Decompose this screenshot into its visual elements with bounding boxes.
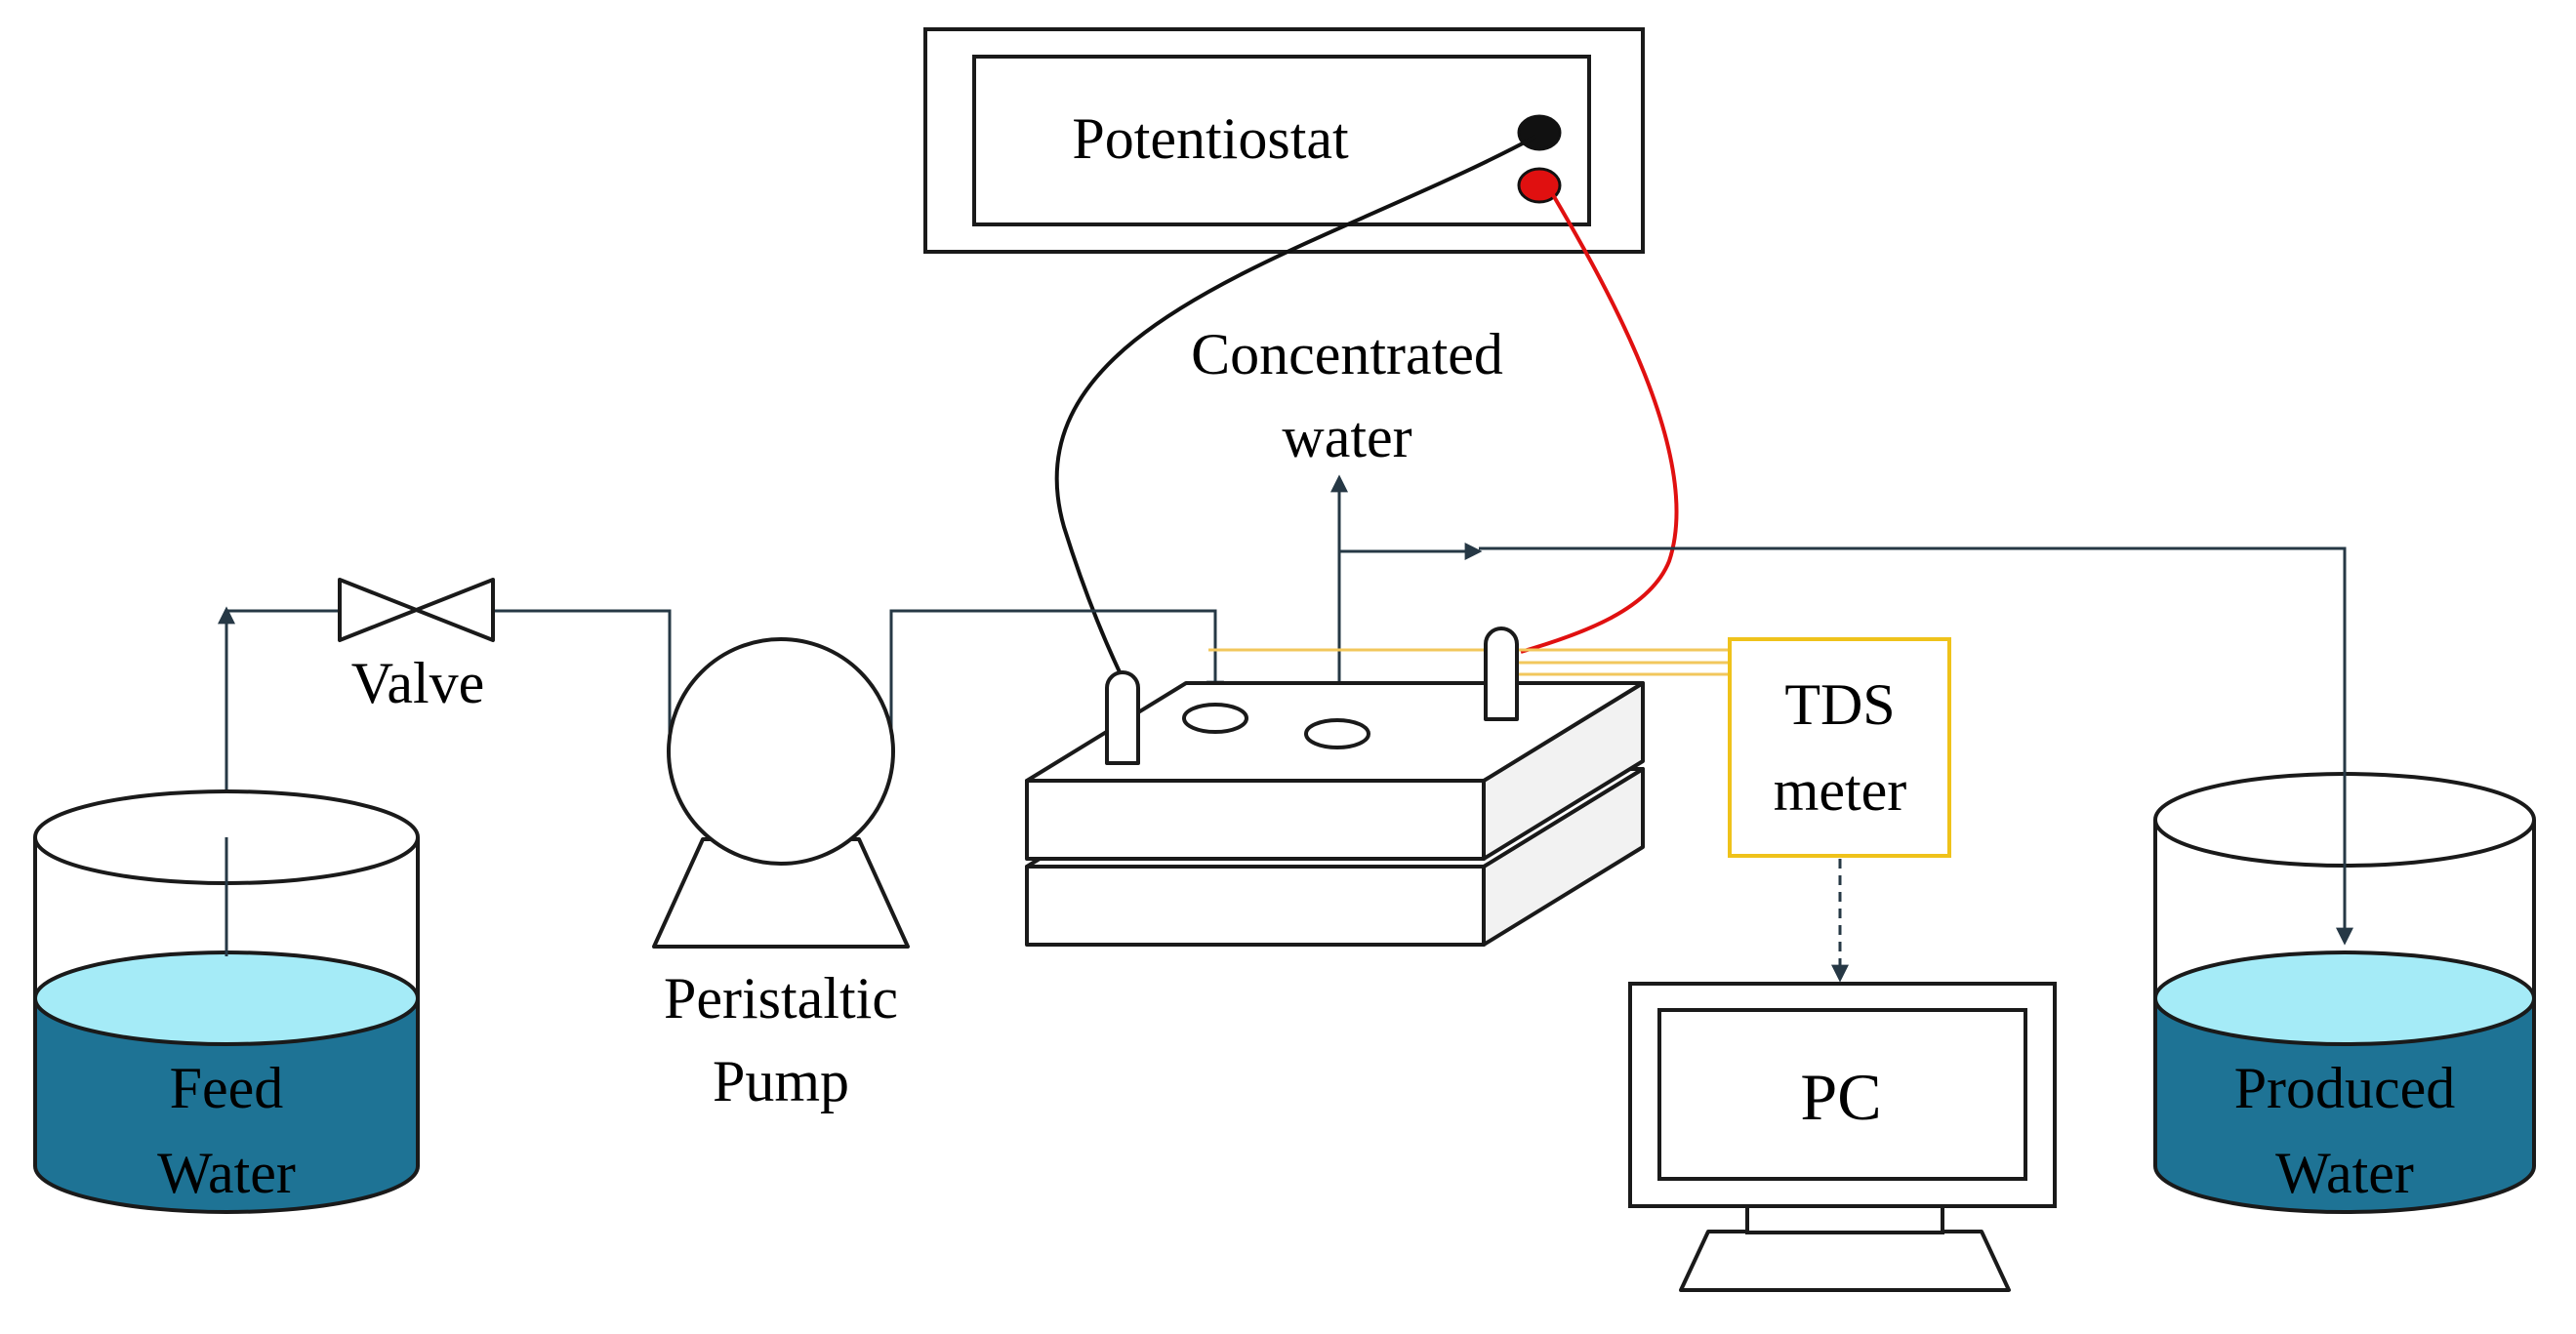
cell-left-electrode-post — [1105, 670, 1140, 765]
positive-terminal — [1517, 167, 1562, 204]
feed-water-label-line2: Water — [157, 1141, 296, 1205]
valve: Valve — [338, 578, 495, 715]
pump-label-line1: Peristaltic — [664, 966, 898, 1031]
cell-top-plate-front — [1025, 779, 1486, 861]
potentiostat-label: Potentiostat — [1072, 106, 1349, 171]
feed-tank-water-body — [35, 998, 418, 1212]
produced-water-tank: Produced Water — [2153, 771, 2536, 1214]
concentrated-water-label-line1: Concentrated — [1191, 322, 1503, 386]
potentiostat-inner-panel — [972, 55, 1591, 226]
tds-label-line1: TDS — [1784, 672, 1895, 737]
cell-right-electrode-post — [1484, 627, 1519, 721]
produced-water-label-line2: Water — [2275, 1141, 2414, 1205]
electrochemical-cell — [1025, 627, 1645, 947]
produced-water-label-line1: Produced — [2234, 1056, 2456, 1120]
negative-lead-wire — [1054, 135, 1536, 679]
produced-tank-water-body — [2155, 998, 2534, 1212]
tds-meter-box — [1728, 637, 1951, 858]
concentrated-water-label-line2: water — [1282, 405, 1411, 469]
valve-label: Valve — [351, 651, 485, 715]
feed-tank-walls — [33, 837, 420, 1214]
cell-inlet-port — [1182, 703, 1248, 734]
pump-to-cell-pipe — [889, 609, 1224, 742]
piping — [218, 474, 2353, 983]
pc: PC — [1628, 982, 2057, 1292]
tds-meter: TDS meter — [1728, 637, 1951, 858]
peristaltic-pump: Peristaltic Pump — [652, 637, 910, 1113]
produced-tank-walls — [2153, 820, 2536, 1214]
positive-lead-wire — [1520, 191, 1679, 654]
feed-water-tank: Feed Water — [33, 789, 420, 1214]
pc-neck — [1745, 1203, 1944, 1234]
potentiostat: Potentiostat — [923, 27, 1645, 254]
feed-tank-water-surface — [33, 950, 420, 1046]
pump-rotor-icon — [667, 637, 895, 866]
pc-stand — [1679, 1230, 2011, 1292]
pc-label: PC — [1800, 1060, 1881, 1134]
tds-sensor-wires — [1208, 648, 1730, 676]
cell-outlet-port — [1304, 718, 1370, 749]
feed-water-label-line1: Feed — [170, 1056, 284, 1120]
pc-monitor-screen — [1657, 1008, 2027, 1181]
valve-icon — [338, 578, 495, 642]
cell-bottom-plate-front — [1025, 865, 1486, 947]
produced-tank-water-surface — [2153, 950, 2536, 1046]
tds-label-line2: meter — [1774, 758, 1907, 823]
pump-label-line2: Pump — [713, 1049, 849, 1113]
valve-to-pump-pipe — [493, 609, 672, 742]
